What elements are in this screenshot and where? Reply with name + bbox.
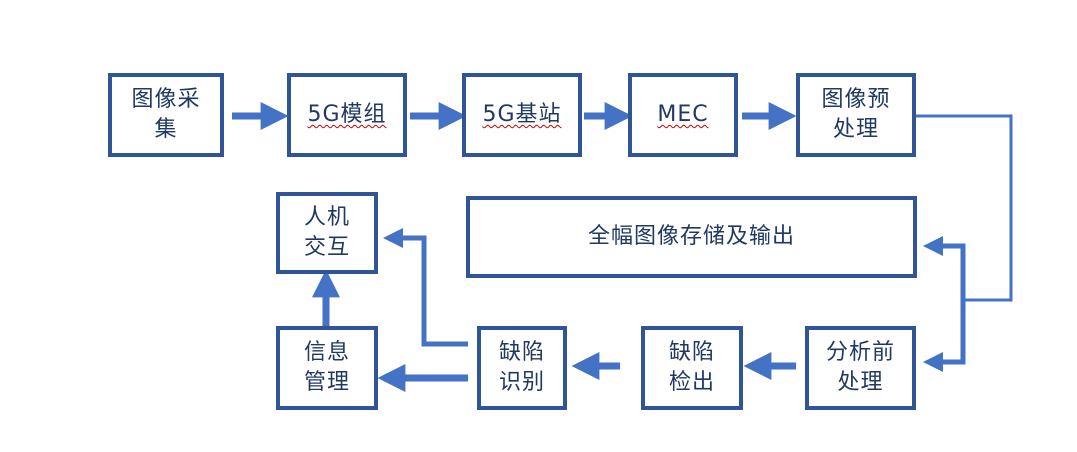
node-label: 缺陷 识别 [498,340,545,395]
node-label: 人机 交互 [303,205,350,260]
arrow-to-preanalysis [923,300,966,372]
node-label: 缺陷 检出 [668,340,715,395]
node-label: 图像采 集 [131,87,201,142]
arrow-recognize-to-hci [383,228,468,347]
arrow-to-storage [923,236,966,300]
node-label: 信息 管理 [303,340,350,395]
node-defect-recognition: 缺陷 识别 [477,326,567,410]
node-5g-module: 5G模组 [287,73,407,157]
node-label: 5G模组 [307,102,387,127]
node-full-image-storage: 全幅图像存储及输出 [466,196,917,278]
node-mec: MEC [628,73,738,157]
node-label: 图像预 处理 [821,87,891,142]
node-label: 5G基站 [482,102,562,127]
node-defect-detection: 缺陷 检出 [641,326,743,410]
node-human-machine-interaction: 人机 交互 [276,192,378,274]
node-5g-base-station: 5G基站 [462,73,582,157]
node-pre-analysis-processing: 分析前 处理 [805,326,916,410]
node-label: 分析前 处理 [825,340,895,395]
node-image-preprocess: 图像预 处理 [796,73,916,157]
node-label: MEC [657,102,709,127]
node-label: 全幅图像存储及输出 [587,224,795,249]
node-image-capture: 图像采 集 [108,73,224,157]
node-info-management: 信息 管理 [276,326,378,410]
connector-preprocess-loop [916,114,1013,302]
